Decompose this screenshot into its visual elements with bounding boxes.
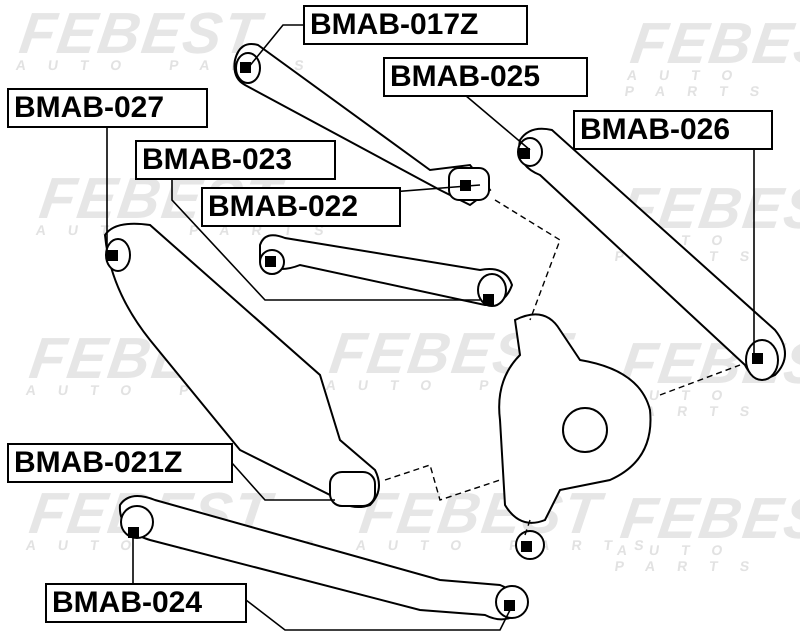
connection-lines xyxy=(384,199,741,536)
label-bmab-026: BMAB-026 xyxy=(573,110,773,150)
control-arm-022 xyxy=(259,234,514,307)
label-bmab-025: BMAB-025 xyxy=(383,57,588,97)
label-bmab-021z: BMAB-021Z xyxy=(7,443,233,483)
trailing-arm-027 xyxy=(103,222,380,508)
control-arm-026 xyxy=(518,127,786,380)
label-bmab-023: BMAB-023 xyxy=(135,140,336,180)
label-bmab-024: BMAB-024 xyxy=(45,583,247,623)
label-bmab-022: BMAB-022 xyxy=(201,187,401,227)
hub-bore xyxy=(562,407,608,453)
label-bmab-027: BMAB-027 xyxy=(7,88,208,128)
label-bmab-017z: BMAB-017Z xyxy=(303,5,528,45)
